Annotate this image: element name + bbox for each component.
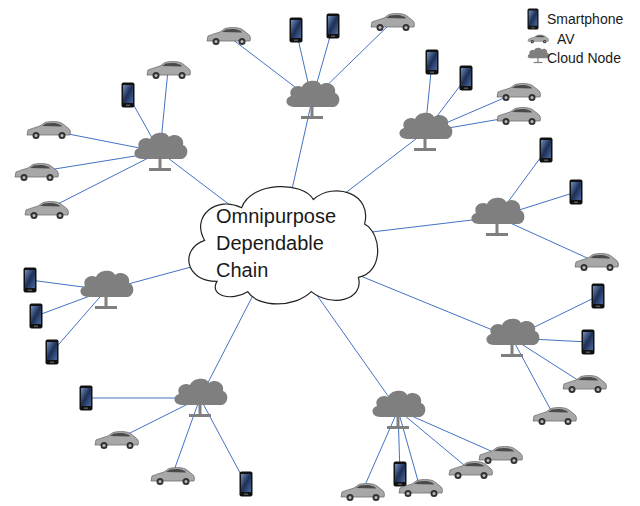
- legend-text: Smartphone: [547, 11, 623, 27]
- av-car-icon: [449, 462, 492, 479]
- av-car-icon: [563, 376, 606, 393]
- av-car-icon: [15, 164, 58, 181]
- cloud-node-icon: [471, 198, 524, 236]
- smartphone-icon: [290, 18, 303, 43]
- av-car-icon: [151, 468, 194, 485]
- cloud-node-icon: [286, 81, 339, 119]
- av-car-icon: [497, 108, 540, 125]
- legend-text: AV: [557, 31, 575, 47]
- cloud-node-icon: [486, 319, 539, 357]
- smartphone-icon: [394, 462, 407, 487]
- device-link-line: [398, 410, 470, 470]
- smartphone-legend-icon: [528, 8, 539, 29]
- device-link-line: [52, 290, 106, 352]
- smartphone-icon: [592, 284, 605, 309]
- smartphone-icon: [24, 268, 37, 293]
- device-link-line: [200, 398, 246, 484]
- av-car-icon: [575, 254, 618, 271]
- smartphone-icon: [540, 138, 553, 163]
- smartphone-icon: [327, 14, 340, 39]
- smartphone-icon: [46, 340, 59, 365]
- cloud-node-icon: [399, 113, 452, 151]
- av-legend-icon: [528, 35, 549, 43]
- device-link-line: [46, 152, 160, 210]
- device-link-line: [172, 398, 200, 476]
- smartphone-icon: [570, 180, 583, 205]
- node-label: Omnipurpose Dependable Chain: [216, 203, 344, 284]
- av-car-icon: [27, 122, 70, 139]
- device-link-line: [512, 338, 554, 416]
- av-car-icon: [399, 480, 442, 497]
- cloud-node-legend-icon: [528, 48, 549, 63]
- av-car-icon: [371, 14, 414, 31]
- legend-text: Cloud Node: [547, 50, 621, 66]
- av-car-icon: [533, 408, 576, 425]
- av-car-icon: [207, 28, 250, 45]
- av-car-icon: [25, 202, 68, 219]
- chain-cloud: Omnipurpose Dependable Chain: [178, 179, 383, 307]
- smartphone-icon: [460, 66, 473, 91]
- smartphone-icon: [582, 330, 595, 355]
- cloud-node-icon: [372, 391, 425, 429]
- av-car-icon: [341, 484, 384, 501]
- cloud-node-icon: [134, 133, 187, 171]
- av-car-icon: [147, 62, 190, 79]
- smartphone-icon: [30, 304, 43, 329]
- smartphone-icon: [80, 386, 93, 411]
- av-car-icon: [497, 84, 540, 101]
- cloud-node-icon: [80, 271, 133, 309]
- smartphone-icon: [426, 50, 439, 75]
- smartphone-icon: [240, 472, 253, 497]
- av-car-icon: [95, 432, 138, 449]
- smartphone-icon: [122, 83, 135, 108]
- cloud-node-icon: [174, 379, 227, 417]
- device-link-line: [362, 410, 398, 492]
- av-car-icon: [479, 447, 522, 464]
